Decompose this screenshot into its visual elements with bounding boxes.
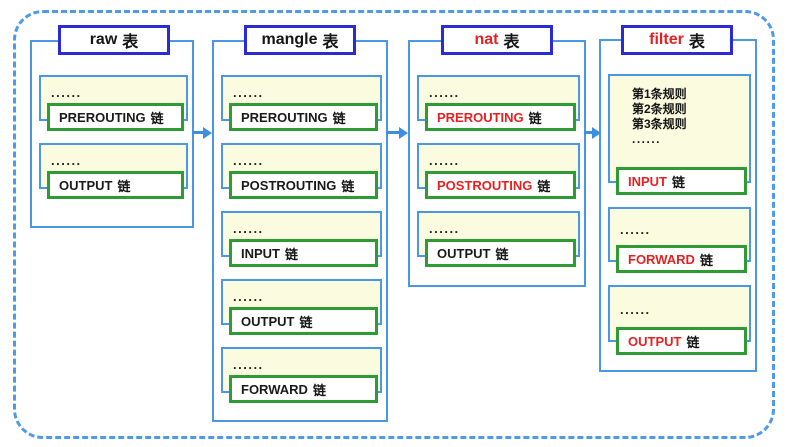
ellipsis-text: ...... — [429, 153, 460, 168]
rule-3: 第3条规则 — [632, 117, 687, 131]
chain-name: OUTPUT — [59, 177, 113, 193]
chain-suffix: 链 — [495, 246, 509, 262]
chain-suffix: 链 — [150, 110, 164, 126]
nat-table-header: nat 表 — [441, 25, 553, 55]
mangle-table-title-suffix: 表 — [322, 34, 339, 51]
mangle-output-chain-box: OUTPUT 链 — [229, 307, 378, 335]
chain-suffix: 链 — [686, 334, 700, 350]
ellipsis-text: ...... — [620, 222, 651, 237]
raw-prerouting-chain-box: PREROUTING 链 — [47, 103, 184, 131]
chain-suffix: 链 — [117, 178, 131, 194]
raw-output-chain-box: OUTPUT 链 — [47, 171, 184, 199]
nat-output-chain-box: OUTPUT 链 — [425, 239, 576, 267]
mangle-input-unit: ...... INPUT 链 — [221, 211, 382, 267]
raw-prerouting-unit: ...... PREROUTING 链 — [39, 75, 188, 131]
chain-name: FORWARD — [628, 251, 695, 267]
rule-1: 第1条规则 — [632, 87, 687, 101]
arrow-nat-to-filter-head — [592, 127, 601, 139]
mangle-input-chain-box: INPUT 链 — [229, 239, 378, 267]
arrow-raw-to-mangle-head — [203, 127, 212, 139]
chain-name: POSTROUTING — [437, 177, 533, 193]
chain-name: FORWARD — [241, 381, 308, 397]
filter-output-unit: ...... OUTPUT 链 — [608, 285, 751, 355]
arrow-raw-to-mangle — [192, 131, 204, 134]
ellipsis-text: ...... — [51, 153, 82, 168]
arrow-mangle-to-nat-head — [399, 127, 408, 139]
chain-suffix: 链 — [341, 178, 355, 194]
nat-prerouting-unit: ...... PREROUTING 链 — [417, 75, 580, 131]
ellipsis-text: ...... — [233, 357, 264, 372]
chain-suffix: 链 — [699, 252, 713, 268]
chain-name: POSTROUTING — [241, 177, 337, 193]
chain-name: INPUT — [628, 173, 667, 189]
filter-forward-chain-box: FORWARD 链 — [616, 245, 747, 273]
ellipsis-text: ...... — [429, 221, 460, 236]
nat-output-unit: ...... OUTPUT 链 — [417, 211, 580, 267]
rule-2: 第2条规则 — [632, 102, 687, 116]
chain-suffix: 链 — [672, 174, 686, 190]
chain-suffix: 链 — [312, 382, 326, 398]
mangle-postrouting-unit: ...... POSTROUTING 链 — [221, 143, 382, 199]
chain-name: OUTPUT — [628, 333, 682, 349]
filter-output-chain-box: OUTPUT 链 — [616, 327, 747, 355]
ellipsis-text: ...... — [233, 289, 264, 304]
chain-name: INPUT — [241, 245, 280, 261]
outer-dashed-border — [13, 10, 775, 439]
arrow-nat-to-filter — [584, 131, 593, 134]
chain-name: PREROUTING — [59, 109, 146, 125]
ellipsis-text: ...... — [632, 132, 662, 146]
mangle-table-container: ...... PREROUTING 链 ...... POSTROUTING 链… — [212, 40, 388, 422]
filter-table-container: 第1条规则 第2条规则 第3条规则 ...... INPUT 链 ...... … — [599, 39, 757, 372]
filter-table-header: filter 表 — [621, 25, 733, 55]
chain-suffix: 链 — [285, 246, 299, 262]
mangle-prerouting-chain-box: PREROUTING 链 — [229, 103, 378, 131]
raw-output-unit: ...... OUTPUT 链 — [39, 143, 188, 199]
raw-table-title: raw — [89, 31, 118, 48]
ellipsis-text: ...... — [620, 302, 651, 317]
filter-forward-unit: ...... FORWARD 链 — [608, 207, 751, 273]
mangle-output-unit: ...... OUTPUT 链 — [221, 279, 382, 335]
nat-table-container: ...... PREROUTING 链 ...... POSTROUTING 链… — [408, 40, 586, 287]
filter-input-unit: 第1条规则 第2条规则 第3条规则 ...... INPUT 链 — [608, 74, 751, 195]
filter-table-title-suffix: 表 — [688, 34, 705, 51]
ellipsis-text: ...... — [233, 153, 264, 168]
mangle-forward-chain-box: FORWARD 链 — [229, 375, 378, 403]
nat-prerouting-chain-box: PREROUTING 链 — [425, 103, 576, 131]
filter-table-title: filter — [649, 31, 684, 48]
filter-input-chain-box: INPUT 链 — [616, 167, 747, 195]
chain-name: OUTPUT — [437, 245, 491, 261]
ellipsis-text: ...... — [233, 221, 264, 236]
chain-suffix: 链 — [528, 110, 542, 126]
chain-suffix: 链 — [537, 178, 551, 194]
chain-name: PREROUTING — [241, 109, 328, 125]
ellipsis-text: ...... — [51, 85, 82, 100]
nat-postrouting-unit: ...... POSTROUTING 链 — [417, 143, 580, 199]
nat-table-title: nat — [474, 31, 499, 48]
chain-name: PREROUTING — [437, 109, 524, 125]
mangle-prerouting-unit: ...... PREROUTING 链 — [221, 75, 382, 131]
raw-table-header: raw 表 — [58, 25, 170, 55]
rules-list-box: 第1条规则 第2条规则 第3条规则 ...... — [608, 74, 751, 183]
nat-postrouting-chain-box: POSTROUTING 链 — [425, 171, 576, 199]
chain-suffix: 链 — [332, 110, 346, 126]
ellipsis-text: ...... — [233, 85, 264, 100]
chain-suffix: 链 — [299, 314, 313, 330]
mangle-table-title: mangle — [261, 31, 318, 48]
chain-name: OUTPUT — [241, 313, 295, 329]
ellipsis-text: ...... — [429, 85, 460, 100]
mangle-forward-unit: ...... FORWARD 链 — [221, 347, 382, 403]
raw-table-title-suffix: 表 — [122, 34, 139, 51]
arrow-mangle-to-nat — [386, 131, 400, 134]
mangle-postrouting-chain-box: POSTROUTING 链 — [229, 171, 378, 199]
mangle-table-header: mangle 表 — [244, 25, 356, 55]
raw-table-container: ...... PREROUTING 链 ...... OUTPUT 链 — [30, 40, 194, 228]
nat-table-title-suffix: 表 — [503, 34, 520, 51]
